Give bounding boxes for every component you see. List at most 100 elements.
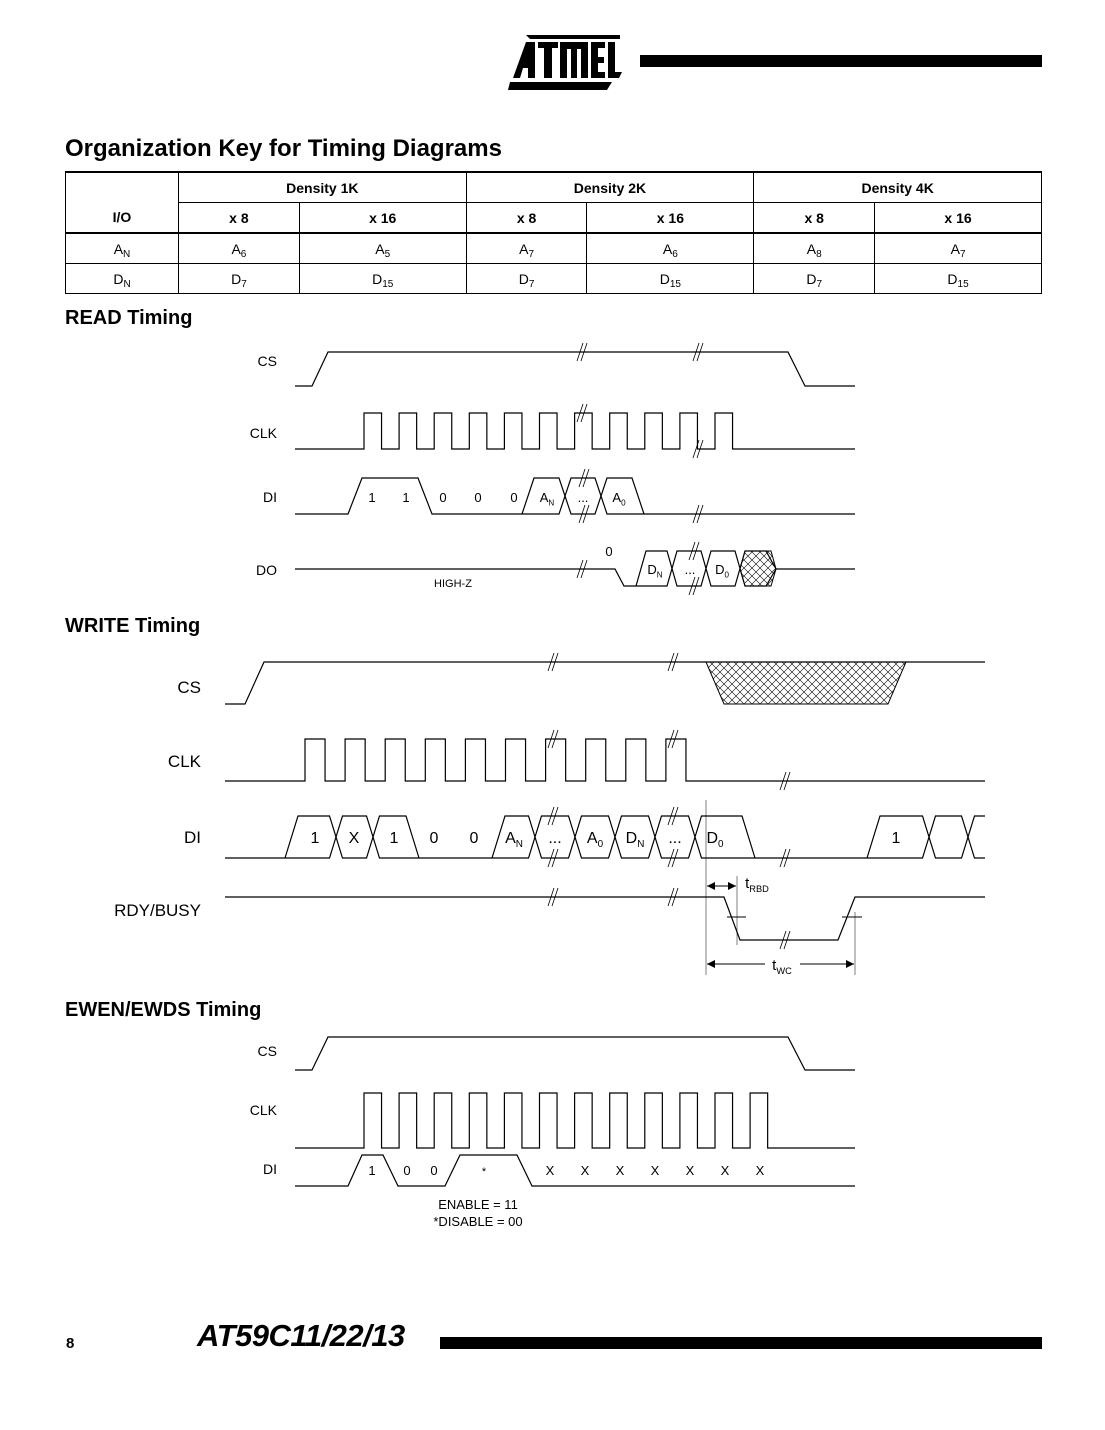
bus-waveform bbox=[521, 477, 645, 515]
table-header-width: x 8 bbox=[465, 202, 588, 234]
table-cell: D15 bbox=[874, 263, 1042, 294]
cs-waveform bbox=[225, 661, 985, 705]
bus-symbol: D bbox=[647, 562, 656, 577]
table-cell: A7 bbox=[874, 232, 1042, 264]
table-cell-io: DN bbox=[65, 263, 179, 294]
clock-waveform bbox=[295, 412, 855, 450]
cell-subscript: 5 bbox=[384, 248, 391, 260]
bus-subscript: N bbox=[657, 570, 663, 579]
break-mark bbox=[667, 848, 675, 868]
bus-subscript: RBD bbox=[749, 884, 769, 894]
bus-waveform bbox=[492, 815, 756, 859]
break-mark bbox=[692, 342, 700, 362]
bus-label: A0 bbox=[612, 490, 626, 507]
footer-rule bbox=[440, 1337, 1042, 1349]
cs-waveform bbox=[295, 1036, 855, 1071]
write-timing-heading: WRITE Timing bbox=[65, 615, 201, 637]
bus-symbol: D bbox=[706, 830, 718, 847]
break-mark bbox=[692, 439, 700, 459]
do-zero-label: 0 bbox=[605, 544, 612, 559]
break-mark bbox=[580, 403, 588, 423]
table-header-width: x 16 bbox=[586, 202, 755, 234]
table-cell: D7 bbox=[465, 263, 588, 294]
bus-label: ... bbox=[578, 490, 589, 505]
do-label: DO bbox=[256, 562, 277, 578]
bus-symbol: t bbox=[745, 875, 750, 892]
bus-waveform bbox=[285, 815, 419, 859]
bus-symbol: A bbox=[505, 830, 516, 847]
bus-symbol: D bbox=[715, 562, 724, 577]
di-bit-label: 0 bbox=[470, 830, 479, 847]
t-rbd-label: tRBD bbox=[745, 875, 769, 894]
di-bit-label: 0 bbox=[403, 1163, 410, 1178]
di-bit-label: 1 bbox=[311, 830, 320, 847]
bus-label: DN bbox=[647, 562, 662, 579]
bus-symbol: ... bbox=[548, 830, 561, 847]
dont-care-label: X bbox=[756, 1163, 765, 1178]
di-bit-label: 0 bbox=[439, 490, 446, 505]
cell-subscript: 15 bbox=[957, 278, 969, 290]
bus-waveform bbox=[866, 815, 985, 859]
cell-subscript: N bbox=[123, 248, 131, 260]
break-mark bbox=[688, 541, 696, 561]
bus-waveform bbox=[636, 550, 777, 587]
break-mark bbox=[551, 887, 559, 907]
break-mark bbox=[671, 887, 679, 907]
break-mark bbox=[547, 652, 555, 672]
cell-subscript: 7 bbox=[241, 278, 247, 290]
clock-waveform bbox=[225, 738, 985, 782]
di-bit-label: 0 bbox=[510, 490, 517, 505]
dont-care-label: X bbox=[581, 1163, 590, 1178]
bus-symbol: A bbox=[587, 830, 598, 847]
cell-symbol: A bbox=[231, 240, 241, 257]
break-mark bbox=[551, 652, 559, 672]
do-waveform bbox=[295, 568, 636, 587]
bus-label: A0 bbox=[587, 830, 604, 850]
table-cell: D15 bbox=[586, 263, 755, 294]
cs-label: CS bbox=[258, 1043, 277, 1059]
di-bit-label: X bbox=[349, 830, 360, 847]
bus-waveform bbox=[867, 815, 985, 859]
bus-subscript: 0 bbox=[621, 498, 626, 507]
table-cell: A6 bbox=[178, 232, 300, 264]
bus-label: ... bbox=[685, 562, 696, 577]
bus-waveform bbox=[491, 815, 755, 859]
table-header-density-2k: Density 2K bbox=[465, 171, 755, 203]
break-mark bbox=[692, 504, 700, 524]
bus-label: D0 bbox=[715, 562, 729, 579]
dont-care-label: X bbox=[686, 1163, 695, 1178]
break-mark bbox=[578, 504, 586, 524]
cell-symbol: D bbox=[659, 270, 670, 287]
ewen-ewds-timing-heading: EWEN/EWDS Timing bbox=[65, 999, 262, 1021]
di-label: DI bbox=[263, 489, 277, 505]
break-mark bbox=[667, 806, 675, 826]
break-mark bbox=[576, 342, 584, 362]
bus-label: AN bbox=[540, 490, 555, 507]
bus-waveform bbox=[635, 550, 777, 587]
cell-subscript: 15 bbox=[382, 278, 394, 290]
bus-subscript: 0 bbox=[724, 570, 729, 579]
cell-symbol: D bbox=[231, 270, 242, 287]
break-mark bbox=[547, 848, 555, 868]
table-header-density-4k: Density 4K bbox=[753, 171, 1042, 203]
clock-waveform bbox=[295, 1092, 855, 1149]
bus-symbol: t bbox=[772, 957, 777, 974]
break-mark bbox=[547, 729, 555, 749]
break-mark bbox=[547, 806, 555, 826]
break-mark bbox=[547, 887, 555, 907]
break-mark bbox=[783, 930, 791, 950]
di-label: DI bbox=[263, 1161, 277, 1177]
break-mark bbox=[671, 806, 679, 826]
cell-symbol: D bbox=[113, 270, 124, 287]
table-cell: D15 bbox=[298, 263, 467, 294]
cell-symbol: A bbox=[519, 240, 529, 257]
di-bit-label: 1 bbox=[402, 490, 409, 505]
break-mark bbox=[576, 559, 584, 579]
dont-care-label: X bbox=[616, 1163, 625, 1178]
bus-label: ... bbox=[668, 830, 681, 847]
table-cell: A6 bbox=[586, 232, 755, 264]
table-header-width: x 16 bbox=[298, 202, 467, 234]
cell-symbol: A bbox=[806, 240, 817, 257]
bus-label: AN bbox=[505, 830, 523, 850]
